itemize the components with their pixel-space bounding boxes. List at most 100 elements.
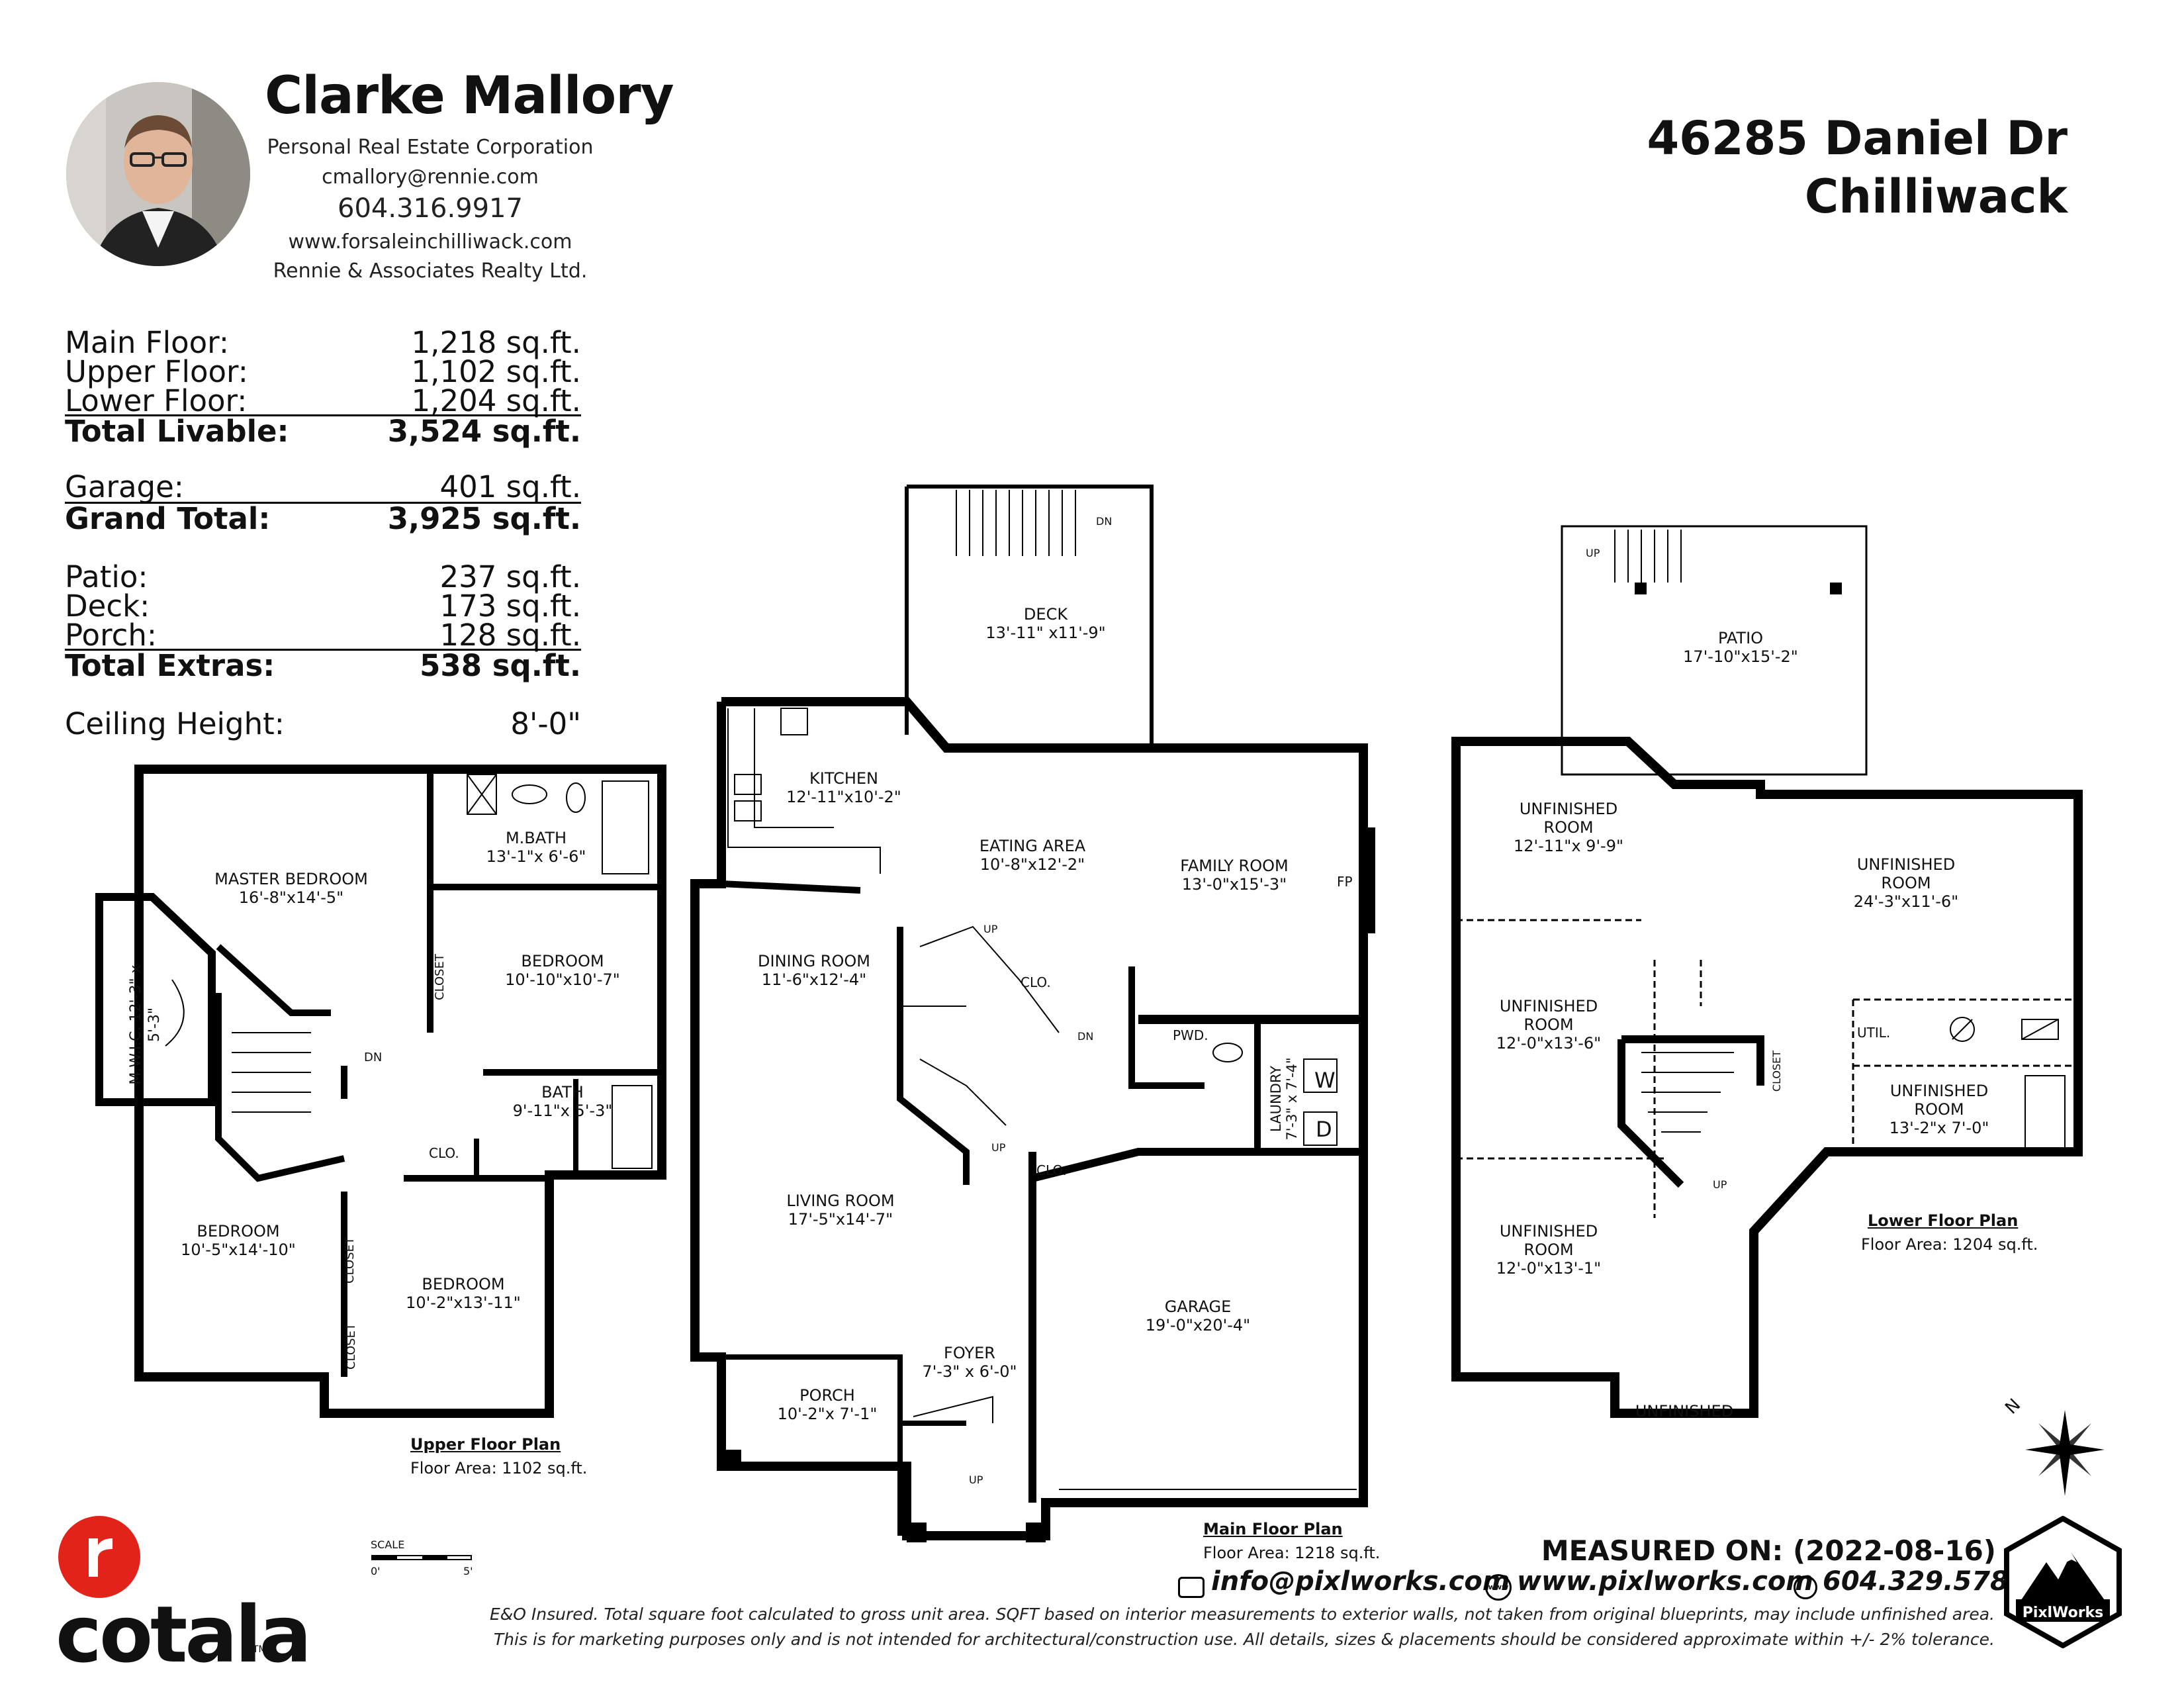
agent-name: Clarke Mallory (265, 66, 674, 126)
divider (65, 649, 581, 651)
stair-label: UP (983, 923, 998, 935)
room-dim: 12'-0"x13'-1" (1496, 1259, 1602, 1278)
area-label: Grand Total: (65, 501, 271, 536)
room-name: FOYER (944, 1344, 995, 1362)
room-dim: 13'-1"x 6'-6" (486, 847, 586, 866)
divider (65, 502, 581, 504)
room-dim: 24'-3"x11'-6" (1853, 892, 1959, 911)
area-value: 1,204 sq.ft. (411, 383, 581, 418)
contact-email[interactable]: info@pixlworks.com (1178, 1566, 1510, 1598)
room-name: ROOM (1524, 1241, 1574, 1259)
lower-floor-walls (1451, 525, 2083, 1418)
room-dim: 19'-0"x20'-4" (1145, 1316, 1251, 1335)
room-name: GARAGE (1164, 1297, 1232, 1316)
closet-label: CLO. (1036, 1162, 1067, 1178)
upper-floor-details (165, 774, 653, 1169)
room-dim: 10'-2"x 7'-1" (777, 1405, 878, 1423)
scale-end: 5' (463, 1565, 473, 1577)
room-dim: 10'-8"x12'-2" (979, 855, 1085, 874)
area-label: Patio: (65, 559, 148, 594)
main-floor-walls (690, 485, 1375, 1540)
area-label: Upper Floor: (65, 354, 248, 389)
scale-bar: SCALE 0' 5' (371, 1538, 477, 1578)
room-name: BEDROOM (521, 952, 604, 970)
area-label: Total Livable: (65, 414, 289, 449)
stair-label: DN (1096, 515, 1113, 528)
stair-label: UP (969, 1474, 983, 1486)
contact-web-text: www.pixlworks.com (1517, 1566, 1813, 1597)
room-dim: 9'-11"x 5'-3" (512, 1102, 613, 1120)
area-label: Porch: (65, 618, 157, 653)
pixlworks-badge-text: PixlWorks (2022, 1605, 2104, 1621)
lower-plan-area: Floor Area: 1204 sq.ft. (1861, 1235, 2038, 1254)
pixlworks-badge-icon: PixlWorks (2000, 1515, 2126, 1649)
area-value: 8'-0" (510, 706, 581, 741)
room-name: ROOM (1543, 818, 1594, 837)
area-row-ceiling: Ceiling Height: 8'-0" (65, 706, 581, 741)
area-value: 128 sq.ft. (439, 618, 581, 653)
room-dim: 13'-11" x11'-9" (985, 624, 1106, 642)
room-name: FAMILY ROOM (1180, 857, 1289, 875)
lower-plan-caption: Lower Floor Plan (1868, 1211, 2019, 1230)
lower-floor-details (1614, 530, 2066, 1149)
room-name: KITCHEN (809, 769, 878, 788)
agent-website[interactable]: www.forsaleinchilliwack.com (288, 230, 572, 254)
room-dim: 10'-5"x14'-10" (181, 1241, 296, 1259)
room-name: LIVING ROOM (786, 1192, 895, 1210)
area-label: Deck: (65, 588, 150, 624)
area-row-patio: Patio:237 sq.ft. (65, 559, 581, 594)
room-name: EATING AREA (979, 837, 1086, 855)
closet-label: CLOSET (343, 1323, 358, 1370)
fireplace-label: FP (1337, 874, 1353, 890)
room-name: BATH (541, 1083, 584, 1102)
closet-label: CLO. (1021, 974, 1051, 990)
email-icon (1178, 1576, 1205, 1598)
room-dim: 17'-10"x15'-2" (1683, 647, 1798, 666)
room-mwic: M.W.I.C. 12'-3" x 5'-3" (127, 945, 164, 1104)
area-value: 401 sq.ft. (439, 469, 581, 504)
closet-label: CLOSET (1770, 1050, 1784, 1092)
room-name: UNFINISHED (1856, 855, 1956, 874)
main-plan-area: Floor Area: 1218 sq.ft. (1203, 1544, 1381, 1562)
agent-email[interactable]: cmallory@rennie.com (322, 165, 539, 189)
agent-brokerage: Rennie & Associates Realty Ltd. (273, 259, 588, 283)
room-dim: 12'-11"x10'-2" (786, 788, 901, 806)
scale-start: 0' (371, 1565, 381, 1577)
measured-date: MEASURED ON: (2022-08-16) (1541, 1534, 1996, 1567)
room-name: UNFINISHED (1499, 997, 1598, 1015)
stair-label: DN (1077, 1030, 1094, 1043)
brand-trademark: TM (253, 1644, 267, 1655)
divider (65, 414, 581, 416)
stair-label: UP (1586, 547, 1600, 559)
room-dim: 12'-0"x13'-6" (1496, 1034, 1602, 1053)
phone-icon (1794, 1575, 1817, 1599)
room-dim: 10'-10"x10'-7" (505, 970, 620, 989)
agent-phone[interactable]: 604.316.9917 (338, 193, 523, 224)
upper-floor-walls (95, 765, 666, 1418)
room-name: BEDROOM (422, 1275, 505, 1293)
area-value: 1,218 sq.ft. (411, 325, 581, 360)
room-name: M.W.I.C. (128, 1026, 144, 1085)
room-name: UNFINISHED (1519, 800, 1618, 818)
area-label: Total Extras: (65, 648, 275, 683)
area-label: Main Floor: (65, 325, 230, 360)
contact-phone[interactable]: 604.329.5788 (1794, 1566, 2027, 1599)
washer-label: W (1314, 1068, 1336, 1093)
brand-logo: cotala (56, 1589, 312, 1680)
area-label: Ceiling Height: (65, 706, 285, 741)
stair-label: UP (991, 1141, 1006, 1154)
disclaimer-line-2: This is for marketing purposes only and … (493, 1630, 1995, 1649)
